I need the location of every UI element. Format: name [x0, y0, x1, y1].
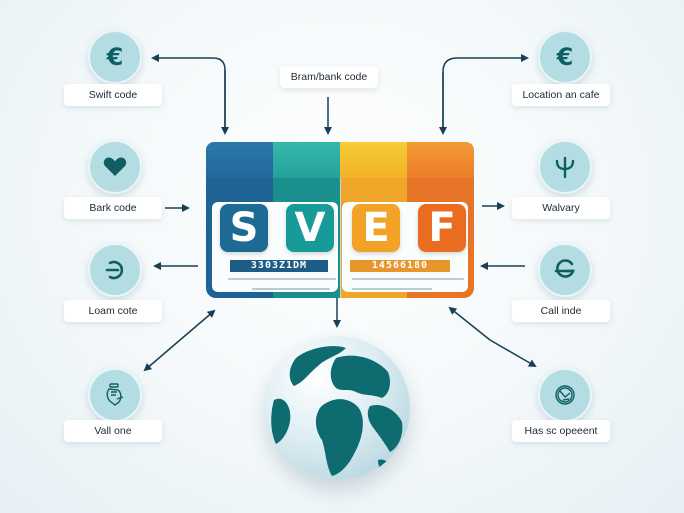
exit-icon: [88, 243, 142, 297]
right-code: 14566180: [350, 260, 450, 272]
label-swift-code: Swift code: [64, 84, 162, 106]
globe-icon: [266, 336, 410, 480]
document-stamp-icon: [88, 368, 142, 422]
label-loam-cote: Loam cote: [64, 300, 162, 322]
top-label-bank-code: Bram/bank code: [280, 66, 378, 88]
label-location-cafe: Location an cafe: [512, 84, 610, 106]
tile-e: E: [352, 204, 400, 252]
left-code: 3303Z1DM: [230, 260, 328, 272]
label-walvary: Walvary: [512, 197, 610, 219]
tile-s: S: [220, 204, 268, 252]
label-has-sc-opeeent: Has sc opeeent: [512, 420, 610, 442]
heart-icon: [88, 140, 142, 194]
g-currency-icon: [538, 243, 592, 297]
tile-f: F: [418, 204, 466, 252]
psi-icon: [538, 140, 592, 194]
globe-badge-icon: [538, 368, 592, 422]
tile-v: V: [286, 204, 334, 252]
label-call-inde: Call inde: [512, 300, 610, 322]
code-card: S V E F 3303Z1DM 14566180: [206, 142, 474, 298]
svg-text:€: €: [556, 43, 574, 71]
euro-icon: €: [88, 30, 142, 84]
label-bark-code: Bark code: [64, 197, 162, 219]
svg-text:€: €: [106, 43, 124, 71]
euro-icon: €: [538, 30, 592, 84]
label-vall-one: Vall one: [64, 420, 162, 442]
